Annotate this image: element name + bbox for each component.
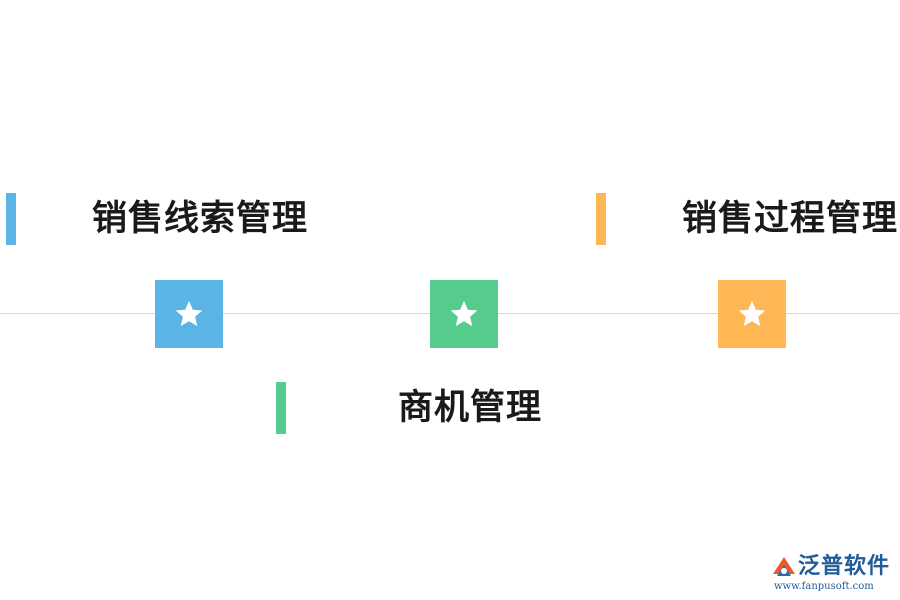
- logo-name: 泛普软件: [798, 554, 891, 579]
- item-2-marker: [430, 280, 498, 348]
- star-icon: [738, 300, 766, 327]
- logo-mark-icon: [773, 557, 795, 576]
- item-1-marker: [155, 280, 223, 348]
- item-3-accent-bar: [596, 193, 606, 245]
- logo-url: www.fanpusoft.com: [774, 581, 874, 592]
- item-2-accent-bar: [276, 382, 286, 434]
- item-2-label: 商机管理: [398, 388, 543, 428]
- star-icon: [175, 300, 203, 327]
- watermark-logo: 泛普软件 www.fanpusoft.com: [770, 552, 894, 596]
- item-3-marker: [718, 280, 786, 348]
- star-icon: [450, 300, 478, 327]
- item-3-label: 销售过程管理: [682, 199, 899, 239]
- item-1-label: 销售线索管理: [92, 199, 309, 239]
- item-1-accent-bar: [6, 193, 16, 245]
